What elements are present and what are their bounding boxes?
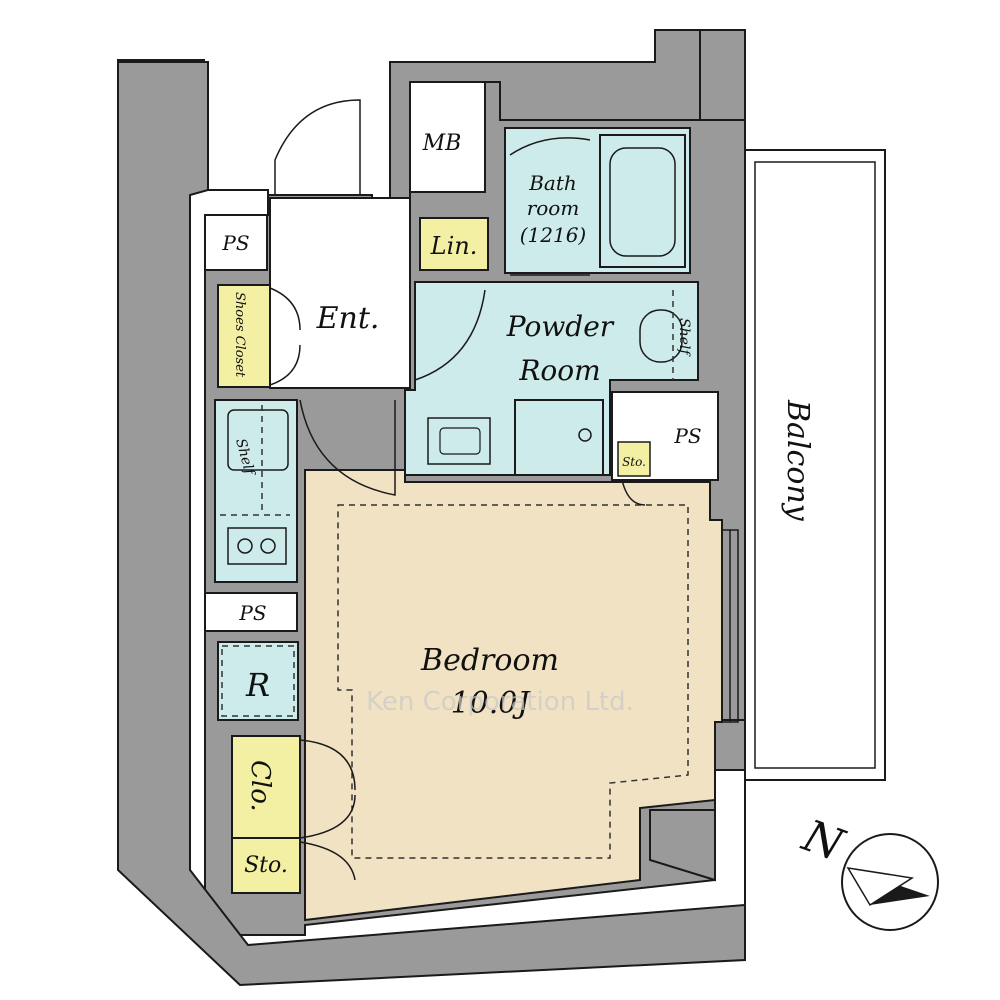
entrance-label: Ent.	[316, 301, 380, 336]
refrigerator-dashed	[221, 645, 295, 717]
closet-doors	[299, 739, 356, 839]
closet	[231, 735, 301, 839]
linen-closet	[419, 217, 489, 271]
bedroom-door-swing	[299, 399, 396, 496]
compass: N	[795, 810, 939, 931]
washing-machine-pan	[514, 399, 604, 476]
shoes-closet-doors	[269, 287, 301, 386]
burner-icon	[260, 538, 276, 554]
toilet	[639, 309, 683, 363]
bedroom-floor	[304, 469, 723, 922]
powder-room-label-line1: Powder	[506, 310, 615, 343]
stove	[227, 527, 287, 565]
storage-label: Sto.	[244, 853, 288, 878]
ps-mid-label: PS	[238, 601, 266, 625]
kitchen-shelf-line	[220, 405, 290, 516]
balcony-outline	[744, 149, 886, 781]
kitchen-sink	[227, 409, 289, 471]
mb-label: MB	[422, 131, 462, 156]
bathtub	[599, 134, 686, 268]
refrigerator-label: R	[245, 666, 270, 704]
small-storage-label: Sto.	[622, 455, 646, 469]
bathroom-label-line3: (1216)	[520, 223, 587, 247]
bathroom-label-line2: room	[527, 196, 580, 220]
small-storage	[617, 441, 651, 477]
washbasin-bowl	[439, 427, 481, 455]
washbasin	[427, 417, 491, 465]
powder-room-label-line2: Room	[518, 354, 600, 387]
compass-north-label: N	[795, 810, 851, 872]
compass-needle-half	[846, 867, 915, 907]
ps-top-box	[204, 214, 268, 271]
bathroom-label-line1: Bath	[528, 171, 577, 195]
bathtub-basin	[609, 147, 676, 257]
watermark: Ken Corporation Ltd.	[366, 687, 634, 717]
drain-icon	[578, 428, 592, 442]
powder-room-floor	[404, 281, 699, 476]
small-storage-door	[621, 479, 646, 506]
bathroom-floor	[504, 127, 691, 274]
closet-label: Clo.	[245, 760, 275, 812]
refrigerator-space	[217, 641, 299, 721]
ps-top-label: PS	[221, 231, 249, 255]
ps-mid-box	[204, 592, 298, 632]
bedroom-size-label: 10.0J	[451, 686, 532, 721]
bedroom-dashed-boundary	[337, 504, 689, 859]
balcony-label: Balcony	[780, 399, 815, 522]
burner-icon	[237, 538, 253, 554]
balcony-inner-rail	[754, 161, 876, 769]
bedroom-window	[722, 529, 739, 723]
storage-closet	[231, 837, 301, 894]
bedroom-label: Bedroom	[420, 643, 559, 678]
ps-right-label: PS	[673, 424, 701, 448]
meter-box	[409, 81, 486, 193]
linen-label: Lin.	[430, 232, 478, 260]
storage-door	[299, 841, 356, 881]
entrance-door-swing	[274, 99, 361, 195]
shoes-closet	[217, 284, 271, 388]
powder-door-swing	[414, 289, 486, 381]
entrance-floor	[269, 197, 411, 389]
bathroom-door	[509, 137, 591, 276]
shoes-closet-label: Shoes Closet	[232, 292, 247, 378]
powder-shelf-label: Shelf	[676, 318, 692, 357]
